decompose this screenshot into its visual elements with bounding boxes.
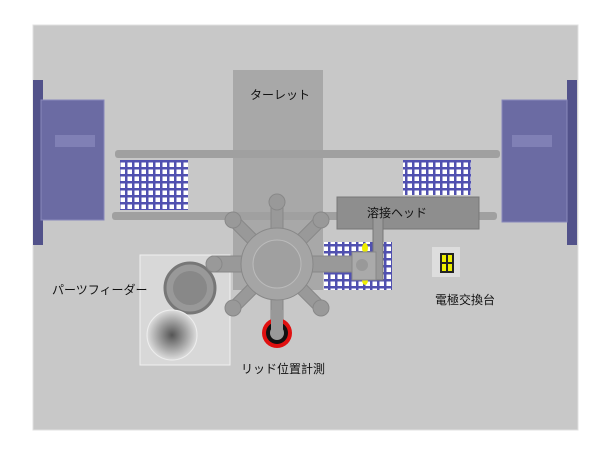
turret-wheel[interactable] bbox=[205, 193, 353, 330]
left-magazine[interactable] bbox=[33, 80, 105, 245]
left-tray[interactable] bbox=[120, 160, 188, 210]
right-tray[interactable] bbox=[403, 160, 471, 195]
welding-head-label: 溶接ヘッド bbox=[367, 205, 427, 220]
parts-feeder-label: パーツフィーダー bbox=[52, 282, 148, 297]
parts-feeder[interactable] bbox=[139, 254, 231, 366]
electrode-exchange-label: 電極交換台 bbox=[435, 292, 495, 307]
clamp-pin bbox=[356, 259, 368, 271]
electrode-top bbox=[362, 243, 368, 253]
electrode-exchange-station[interactable] bbox=[432, 247, 460, 277]
turret-label: ターレット bbox=[250, 88, 310, 102]
right-magazine[interactable] bbox=[501, 80, 577, 245]
lid-position-label: リッド位置計測 bbox=[241, 361, 325, 376]
welding-head[interactable] bbox=[336, 196, 480, 230]
lid-position-sensor[interactable] bbox=[262, 310, 292, 348]
upper-rail bbox=[115, 150, 500, 158]
welding-arm bbox=[372, 209, 384, 281]
